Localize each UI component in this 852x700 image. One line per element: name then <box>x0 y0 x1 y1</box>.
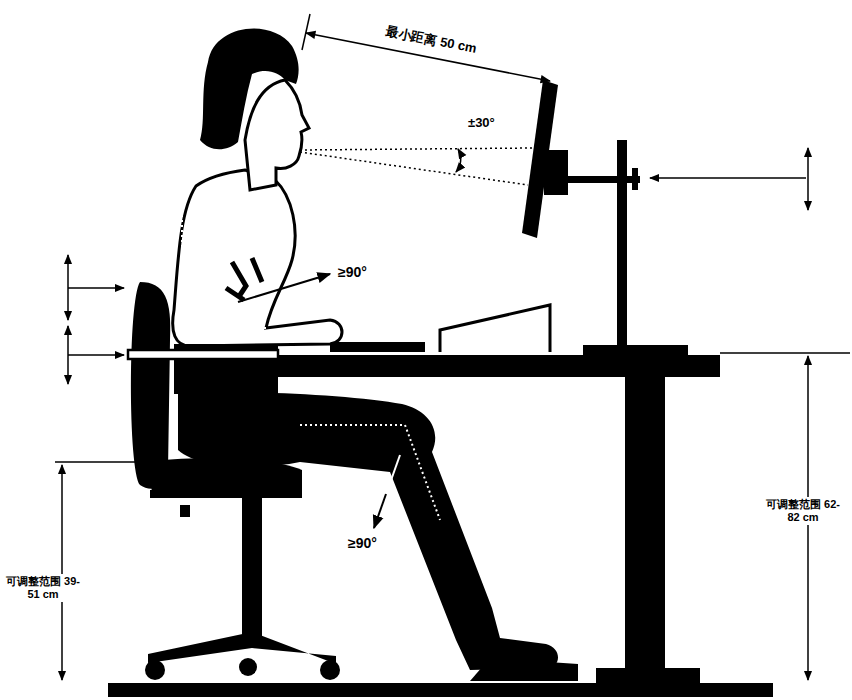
pointer-arrow <box>238 274 330 302</box>
adjust-arrow <box>68 287 124 289</box>
desk-foot <box>596 668 700 683</box>
knee-angle-line <box>300 425 440 520</box>
monitor-screen <box>522 80 558 238</box>
adjust-arrow <box>68 354 124 356</box>
adjust-arrow <box>650 177 806 179</box>
extension-line <box>302 14 310 50</box>
shirt-folds <box>226 258 262 300</box>
distance-label: 最小距离 50 cm <box>382 22 480 58</box>
chair-lever <box>180 505 190 517</box>
desk-leg <box>625 377 665 672</box>
stand-base <box>583 345 688 357</box>
angle-label: ≥90° <box>336 263 369 282</box>
adjust-arrow <box>807 148 809 210</box>
legs-silhouette <box>178 392 558 671</box>
chair-wheel <box>239 658 257 676</box>
angle-label: ≥90° <box>346 534 379 553</box>
sight-line <box>300 148 533 150</box>
angle-label: ±30° <box>466 114 497 132</box>
pointer-arrow <box>374 455 400 528</box>
elbow-angle-line <box>182 215 268 328</box>
pointer-arrow <box>374 494 386 528</box>
monitor-clamp <box>632 168 638 190</box>
seat-height-dimension <box>61 465 63 680</box>
range-label: 可调整范围 39-51 cm <box>4 574 82 602</box>
desk-height-extension <box>720 352 850 354</box>
chair-wheel <box>320 660 340 680</box>
document-holder <box>440 305 550 352</box>
chair-base <box>148 632 336 664</box>
hair <box>200 29 299 150</box>
seat-plate <box>150 490 302 498</box>
keyboard <box>330 342 425 352</box>
face-outline <box>245 80 309 190</box>
chair-backrest <box>131 282 170 489</box>
torso-outline <box>173 170 342 346</box>
chair-armrest <box>128 350 278 359</box>
angle-arc <box>456 149 461 172</box>
seat-height-extension <box>55 461 262 463</box>
floor-bar <box>108 683 773 697</box>
monitor-pole <box>617 140 627 346</box>
monitor-arm <box>565 176 640 183</box>
chair-wheel <box>145 660 165 680</box>
chair-column <box>242 498 262 638</box>
desk-top <box>278 355 720 377</box>
sight-line <box>300 152 528 185</box>
range-label: 可调整范围 62-82 cm <box>758 497 848 525</box>
